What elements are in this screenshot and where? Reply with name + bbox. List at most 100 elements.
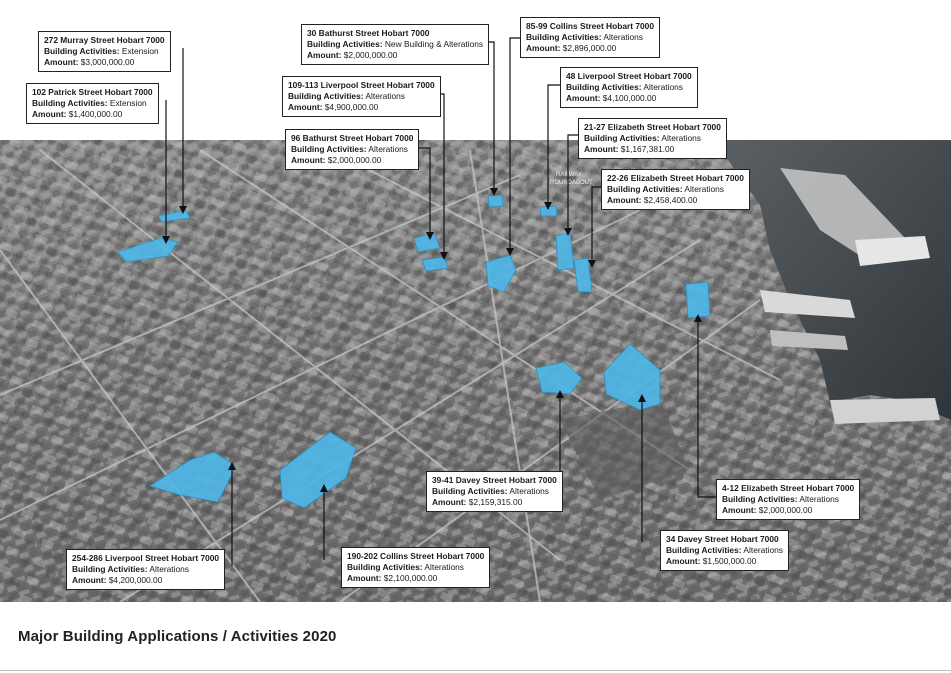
site-85-99-collins [485, 254, 517, 293]
callout-activities: Extension [121, 46, 159, 56]
callout-address: 48 Liverpool Street Hobart 7000 [566, 71, 692, 81]
callout-amount: $4,100,000.00 [602, 93, 657, 103]
site-4-12-elizabeth [685, 281, 711, 319]
amount-label: Amount: [526, 43, 561, 53]
arrow-109-113-liverpool [440, 252, 448, 260]
callout-address: 21-27 Elizabeth Street Hobart 7000 [584, 122, 721, 132]
callout-4-12-elizabeth: 4-12 Elizabeth Street Hobart 7000 Buildi… [716, 479, 861, 520]
activities-label: Building Activities: [72, 564, 148, 574]
arrow-272-murray [179, 206, 187, 214]
callout-activities: Alterations [509, 486, 549, 496]
wharf [780, 168, 905, 262]
arrow-34-davey [638, 394, 646, 402]
callout-amount: $2,458,400.00 [643, 195, 698, 205]
activities-label: Building Activities: [288, 91, 364, 101]
callout-amount: $2,159,315.00 [468, 497, 523, 507]
harbour-water [715, 140, 951, 420]
leader-21-27-elizabeth [567, 134, 580, 232]
callout-amount: $2,896,000.00 [562, 43, 617, 53]
amount-label: Amount: [291, 155, 326, 165]
callout-address: 34 Davey Street Hobart 7000 [666, 534, 779, 544]
callout-activities: Alterations [149, 564, 189, 574]
callout-30-bathurst: 30 Bathurst Street Hobart 7000 Building … [301, 24, 490, 65]
callout-109-113-liverpool: 109-113 Liverpool Street Hobart 7000 Bui… [282, 76, 441, 117]
arrow-96-bathurst [426, 232, 434, 240]
amount-label: Amount: [722, 505, 757, 515]
callout-address: 4-12 Elizabeth Street Hobart 7000 [722, 483, 855, 493]
arrow-21-27-elizabeth [564, 228, 572, 236]
arrow-190-202-collins [320, 484, 328, 492]
amount-label: Amount: [432, 497, 467, 507]
callout-amount: $3,000,000.00 [80, 57, 135, 67]
leader-48-liverpool [547, 84, 563, 206]
arrow-85-99-collins [506, 248, 514, 256]
activities-label: Building Activities: [566, 82, 642, 92]
callout-amount: $4,900,000.00 [324, 102, 379, 112]
callout-activities: Alterations [684, 184, 724, 194]
activities-label: Building Activities: [347, 562, 423, 572]
site-39-41-davey [535, 361, 583, 395]
callout-activities: Alterations [368, 144, 408, 154]
callout-amount: $2,000,000.00 [327, 155, 382, 165]
activities-label: Building Activities: [607, 184, 683, 194]
arrow-39-41-davey [556, 390, 564, 398]
activities-label: Building Activities: [584, 133, 660, 143]
callout-amount: $2,000,000.00 [758, 505, 813, 515]
arrow-48-liverpool [544, 202, 552, 210]
activities-label: Building Activities: [291, 144, 367, 154]
activities-label: Building Activities: [44, 46, 120, 56]
callout-272-murray: 272 Murray Street Hobart 7000 Building A… [38, 31, 171, 72]
arrow-102-patrick [162, 236, 170, 244]
amount-label: Amount: [72, 575, 107, 585]
callout-activities: Extension [109, 98, 147, 108]
arrow-254-286-liverpool [228, 462, 236, 470]
leader-85-99-collins [509, 37, 520, 252]
callout-21-27-elizabeth: 21-27 Elizabeth Street Hobart 7000 Build… [578, 118, 727, 159]
leader-arrowheads [162, 188, 702, 492]
amount-label: Amount: [584, 144, 619, 154]
arrow-4-12-elizabeth [694, 314, 702, 322]
amount-label: Amount: [44, 57, 79, 67]
footer-divider [0, 670, 951, 671]
callout-address: 96 Bathurst Street Hobart 7000 [291, 133, 414, 143]
amount-label: Amount: [32, 109, 67, 119]
wharf [855, 236, 930, 266]
site-48-liverpool [539, 205, 558, 217]
callout-amount: $4,200,000.00 [108, 575, 163, 585]
activities-label: Building Activities: [722, 494, 798, 504]
highlighted-sites [117, 194, 711, 509]
site-102-patrick [117, 237, 179, 263]
leader-22-26-elizabeth [591, 186, 604, 264]
amount-label: Amount: [666, 556, 701, 566]
activities-label: Building Activities: [666, 545, 742, 555]
callout-activities: Alterations [643, 82, 683, 92]
site-21-27-elizabeth [555, 231, 575, 271]
callout-address: 102 Patrick Street Hobart 7000 [32, 87, 153, 97]
wharf [770, 330, 848, 350]
amount-label: Amount: [347, 573, 382, 583]
site-30-bathurst [487, 194, 504, 208]
callout-activities: Alterations [743, 545, 783, 555]
activities-label: Building Activities: [432, 486, 508, 496]
callout-amount: $2,000,000.00 [343, 50, 398, 60]
callout-85-99-collins: 85-99 Collins Street Hobart 7000 Buildin… [520, 17, 661, 58]
callout-22-26-elizabeth: 22-26 Elizabeth Street Hobart 7000 Build… [601, 169, 750, 210]
callout-activities: Alterations [603, 32, 643, 42]
callout-address: 272 Murray Street Hobart 7000 [44, 35, 165, 45]
callout-amount: $1,500,000.00 [702, 556, 757, 566]
arrow-30-bathurst [490, 188, 498, 196]
callout-address: 109-113 Liverpool Street Hobart 7000 [288, 80, 435, 90]
callout-amount: $1,400,000.00 [68, 109, 123, 119]
arrow-22-26-elizabeth [588, 260, 596, 268]
site-190-202-collins [279, 431, 357, 509]
site-34-davey [603, 343, 661, 411]
wharf [830, 398, 940, 424]
callout-address: 190-202 Collins Street Hobart 7000 [347, 551, 485, 561]
site-254-286-liverpool [149, 451, 237, 503]
activities-label: Building Activities: [307, 39, 383, 49]
amount-label: Amount: [566, 93, 601, 103]
amount-label: Amount: [607, 195, 642, 205]
site-22-26-elizabeth [573, 257, 593, 293]
streets [0, 149, 781, 602]
site-96-bathurst [421, 256, 449, 272]
